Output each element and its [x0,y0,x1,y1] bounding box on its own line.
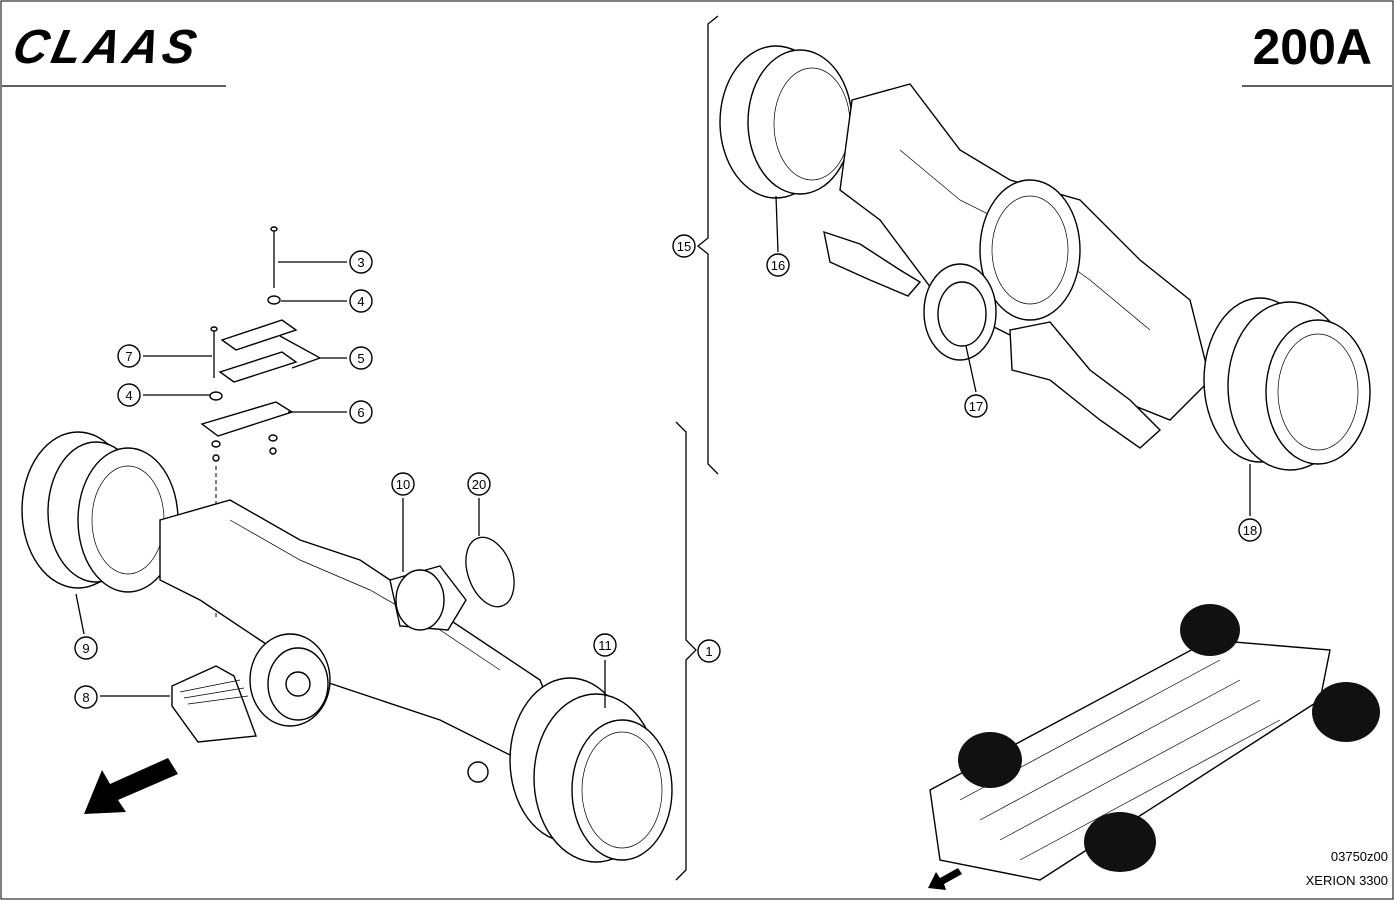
svg-text:8: 8 [82,690,89,705]
callout-8[interactable]: 8 [74,685,98,709]
svg-text:1: 1 [705,644,712,659]
svg-text:10: 10 [396,477,410,492]
callout-9[interactable]: 9 [74,636,98,660]
callout-18[interactable]: 18 [1238,518,1262,542]
callout-4-lower[interactable]: 4 [117,383,141,407]
callout-5[interactable]: 5 [349,346,373,370]
callout-20[interactable]: 20 [467,472,491,496]
leader-lines [75,195,1251,708]
bracket-15 [696,15,719,475]
svg-text:9: 9 [82,641,89,656]
drawing-number: 03750z00 [1331,849,1388,864]
seal-ring [465,536,515,608]
callouts: 1 3 4 4 5 6 7 8 9 10 11 15 16 17 18 20 [74,234,1262,709]
brand-logo-text: CLAAS [8,20,205,73]
callout-3[interactable]: 3 [349,250,373,274]
svg-text:5: 5 [357,351,364,366]
callout-11[interactable]: 11 [593,633,617,657]
callout-17[interactable]: 17 [964,394,988,418]
bracket-1 [675,421,697,881]
svg-text:20: 20 [472,477,486,492]
page-code: 200A [1252,19,1372,75]
svg-text:7: 7 [125,349,132,364]
svg-text:16: 16 [771,258,785,273]
rear-axle-drawing [719,45,1371,471]
callout-7[interactable]: 7 [117,344,141,368]
svg-text:4: 4 [357,294,364,309]
svg-text:3: 3 [357,255,364,270]
svg-text:6: 6 [357,405,364,420]
model-name: XERION 3300 [1306,873,1388,888]
svg-text:11: 11 [598,638,612,653]
callout-4-upper[interactable]: 4 [349,289,373,313]
callout-1[interactable]: 1 [697,639,721,663]
callout-10[interactable]: 10 [391,472,415,496]
svg-text:4: 4 [125,388,132,403]
callout-16[interactable]: 16 [766,253,790,277]
svg-text:15: 15 [677,239,691,254]
direction-arrow-front [84,758,178,814]
svg-text:17: 17 [969,399,983,414]
front-axle-drawing [21,431,673,863]
callout-15[interactable]: 15 [672,234,696,258]
tractor-overview-drawing [928,604,1380,890]
callout-6[interactable]: 6 [349,400,373,424]
svg-text:18: 18 [1243,523,1257,538]
brand-logo: CLAAS [8,20,205,73]
